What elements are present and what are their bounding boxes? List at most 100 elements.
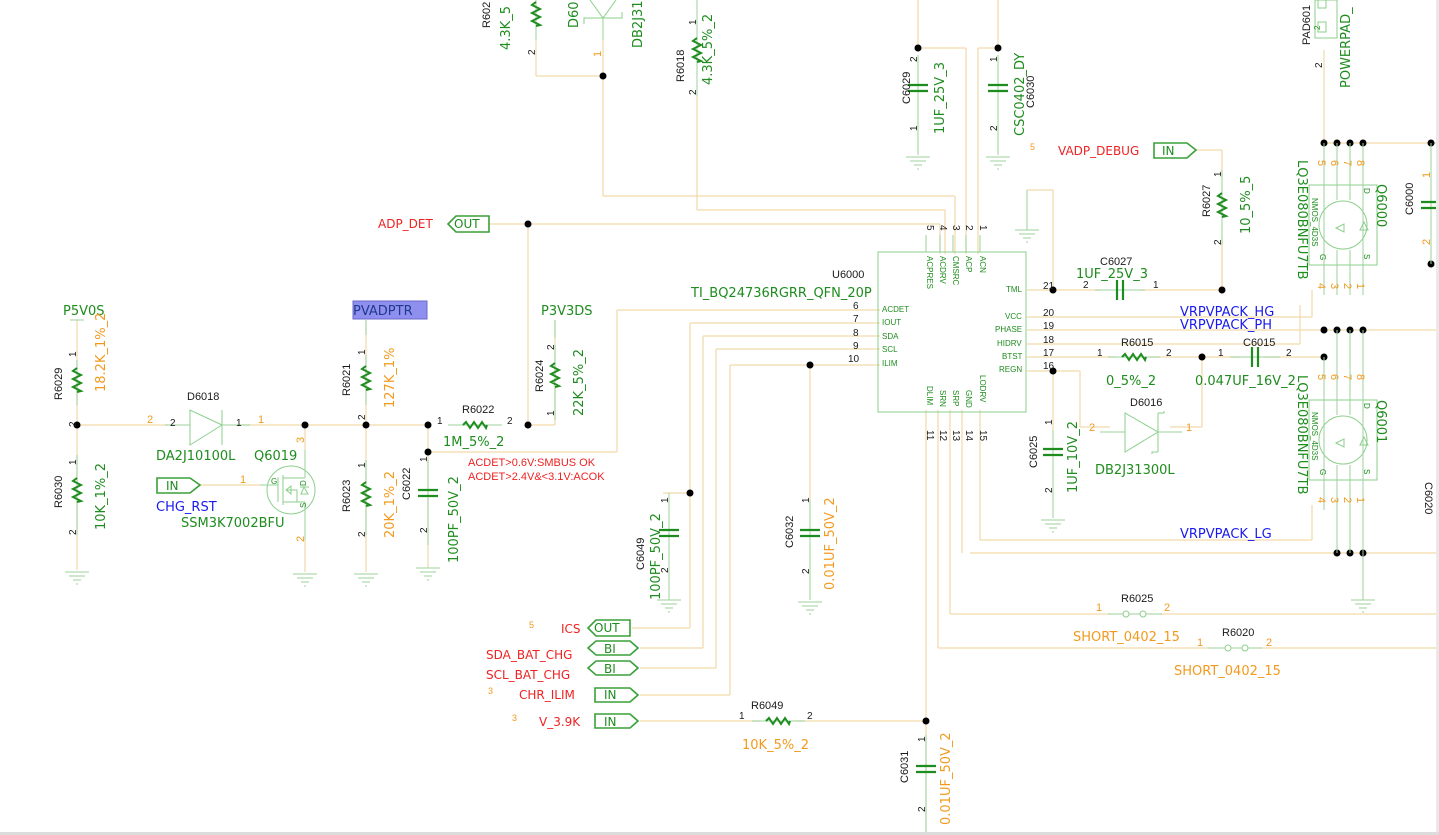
svg-text:OUT: OUT bbox=[594, 621, 620, 635]
svg-text:100PF_50V_2: 100PF_50V_2 bbox=[447, 476, 462, 563]
svg-text:REGN: REGN bbox=[999, 365, 1022, 374]
resistor-r602x[interactable]: R602 4.3K_5 2 bbox=[481, 0, 541, 55]
svg-text:C6031: C6031 bbox=[899, 751, 911, 783]
svg-text:CSC0402_DY: CSC0402_DY bbox=[1013, 53, 1028, 136]
power-net-pvadptr[interactable]: PVADPTR bbox=[352, 300, 428, 335]
mosfet-q6000[interactable]: LQ3E080BNFU7TB NMOS_4D3S Q6000 D G S 5 6… bbox=[1294, 143, 1388, 295]
svg-text:1: 1 bbox=[917, 736, 928, 742]
capacitor-c6027[interactable]: C6027 1UF_25V_3 2 1 bbox=[1076, 256, 1159, 302]
resistor-r6030[interactable]: R6030 10K_1%_2 1 2 bbox=[53, 455, 109, 585]
power-net-p3v3ds[interactable]: P3V3DS bbox=[541, 304, 593, 338]
capacitor-c6015[interactable]: C6015 0.047UF_16V_2 1 2 bbox=[1195, 337, 1296, 389]
port-scl-bat-chg[interactable]: SCL_BAT_CHG BI bbox=[486, 660, 640, 682]
svg-text:4.3K_5: 4.3K_5 bbox=[499, 6, 514, 50]
svg-text:R6027: R6027 bbox=[1201, 185, 1213, 217]
port-adp-det[interactable]: OUT ADP_DET bbox=[378, 215, 490, 233]
svg-text:6: 6 bbox=[1328, 160, 1340, 166]
svg-text:2: 2 bbox=[507, 416, 513, 427]
svg-text:2: 2 bbox=[1164, 602, 1170, 614]
svg-text:G: G bbox=[271, 477, 277, 486]
mosfet-q6019[interactable]: G D S Q6019 SSM3K7002BFU 1 3 2 bbox=[181, 437, 318, 587]
svg-text:R6029: R6029 bbox=[53, 368, 65, 400]
svg-text:CMSRC: CMSRC bbox=[951, 256, 960, 286]
capacitor-c6031[interactable]: C6031 0.01UF_50V_2 1 2 bbox=[899, 732, 954, 835]
port-sda-bat-chg[interactable]: SDA_BAT_CHG BI bbox=[486, 640, 640, 662]
svg-text:2: 2 bbox=[989, 125, 1000, 131]
ic-u6000[interactable]: U6000 TI_BQ24736RGRR_QFN_20P 5 4 3 2 1 A… bbox=[690, 225, 1055, 442]
svg-text:7: 7 bbox=[853, 314, 859, 325]
svg-text:1: 1 bbox=[592, 51, 604, 57]
capacitor-c6030[interactable]: C6030 CSC0402_DY 1 2 bbox=[985, 53, 1037, 170]
svg-text:2: 2 bbox=[1083, 280, 1089, 291]
svg-text:2: 2 bbox=[1341, 497, 1353, 503]
svg-text:5: 5 bbox=[1315, 374, 1327, 380]
svg-text:10_5%_5: 10_5%_5 bbox=[1239, 176, 1254, 234]
svg-text:D6016: D6016 bbox=[1130, 397, 1162, 409]
svg-text:ADP_DET: ADP_DET bbox=[378, 217, 434, 231]
diode-d60x[interactable]: D60 DB2J31 1 bbox=[567, 0, 646, 57]
svg-text:CHR_ILIM: CHR_ILIM bbox=[519, 688, 575, 702]
svg-text:R6049: R6049 bbox=[751, 700, 783, 712]
resistor-r6018[interactable]: R6018 4.3K_5%_2 1 2 bbox=[675, 0, 716, 96]
resistor-r6021[interactable]: R6021 127K_1% 1 2 bbox=[341, 348, 398, 420]
svg-text:ACPRES: ACPRES bbox=[925, 256, 934, 289]
vertical-scrollbar[interactable] bbox=[1436, 0, 1439, 835]
svg-text:LQ3E080BNFU7TB: LQ3E080BNFU7TB bbox=[1294, 160, 1309, 280]
svg-text:22K_5%_2: 22K_5%_2 bbox=[572, 349, 587, 416]
svg-text:15: 15 bbox=[977, 430, 988, 442]
powerpad-pad601[interactable]: 2 PAD601 POWERPAD_ 2 bbox=[1301, 0, 1354, 88]
svg-text:2: 2 bbox=[1213, 239, 1224, 245]
svg-text:C6015: C6015 bbox=[1243, 337, 1275, 349]
resistor-r6024[interactable]: R6024 22K_5%_2 2 1 bbox=[534, 344, 587, 420]
svg-text:1: 1 bbox=[357, 462, 368, 468]
svg-text:1: 1 bbox=[357, 349, 368, 355]
diode-d6016[interactable]: D6016 DB2J31300L 2 1 bbox=[1089, 397, 1192, 478]
port-chg-rst[interactable]: IN CHG_RST bbox=[156, 477, 217, 515]
resistor-r6022[interactable]: R6022 1M_5%_2 1 2 bbox=[437, 404, 513, 450]
svg-text:4: 4 bbox=[1315, 283, 1327, 289]
capacitor-c6022[interactable]: C6022 100PF_50V_2 1 2 bbox=[401, 456, 462, 581]
svg-text:S: S bbox=[1362, 254, 1371, 259]
capacitor-c6000[interactable]: C6000 1 2 bbox=[1404, 143, 1439, 264]
svg-text:2: 2 bbox=[801, 568, 812, 574]
svg-text:SDA_BAT_CHG: SDA_BAT_CHG bbox=[486, 648, 572, 662]
port-ics[interactable]: 5 ICS OUT bbox=[529, 619, 631, 637]
svg-text:2: 2 bbox=[917, 806, 928, 812]
port-chr-ilim[interactable]: 3 CHR_ILIM IN bbox=[488, 686, 640, 703]
svg-text:TML: TML bbox=[1006, 285, 1023, 294]
svg-text:9: 9 bbox=[853, 341, 859, 352]
port-vadp-debug[interactable]: 5 VADP_DEBUG IN bbox=[1030, 142, 1198, 159]
capacitor-c6025[interactable]: C6025 1UF_10V_2 1 2 bbox=[1028, 419, 1081, 533]
svg-text:2: 2 bbox=[170, 418, 176, 429]
svg-text:10K_1%_2: 10K_1%_2 bbox=[94, 463, 109, 530]
svg-text:1: 1 bbox=[1354, 283, 1366, 289]
svg-text:1: 1 bbox=[1354, 497, 1366, 503]
mosfet-q6001[interactable]: LQ3E080BNFU7TB NMOS_4D3S Q6001 D G S 5 6… bbox=[1294, 330, 1388, 613]
svg-text:2: 2 bbox=[1421, 239, 1433, 245]
capacitor-c6032[interactable]: C6032 0.01UF_50V_2 1 2 bbox=[784, 497, 838, 615]
resistor-r6049[interactable]: R6049 10K_5%_2 1 2 bbox=[739, 700, 813, 753]
horizontal-scrollbar[interactable] bbox=[0, 832, 1439, 835]
ic-bottom-pins: DLIM SRN SRP GND LODRV 11 12 13 14 15 bbox=[924, 375, 988, 442]
svg-text:21: 21 bbox=[1043, 281, 1055, 292]
resistor-r6015[interactable]: R6015 0_5%_2 1 2 bbox=[1097, 337, 1172, 389]
short-r6020[interactable]: R6020 1 2 SHORT_0402_15 bbox=[1174, 627, 1281, 679]
svg-text:0.047UF_16V_2: 0.047UF_16V_2 bbox=[1195, 374, 1296, 389]
svg-text:1: 1 bbox=[437, 416, 443, 427]
capacitor-c6029[interactable]: C6029 1UF_25V_3 2 1 bbox=[901, 55, 948, 170]
resistor-r6027[interactable]: R6027 10_5%_5 1 2 bbox=[1201, 170, 1254, 245]
diode-d6018[interactable]: D6018 DA2J10100L 2 2 1 1 bbox=[147, 391, 264, 464]
svg-text:2: 2 bbox=[1314, 62, 1325, 68]
power-net-p5v0s[interactable]: P5V0S bbox=[63, 304, 105, 321]
svg-text:BI: BI bbox=[604, 642, 616, 656]
capacitor-c6049[interactable]: C6049 100PF_50V_2 1 2 bbox=[635, 493, 682, 613]
resistor-r6023[interactable]: R6023 20K_1%_2 1 2 bbox=[341, 460, 398, 587]
svg-text:BTST: BTST bbox=[1002, 352, 1023, 361]
svg-text:8: 8 bbox=[1354, 160, 1366, 166]
short-r6025[interactable]: R6025 1 2 SHORT_0402_15 bbox=[1073, 593, 1180, 645]
resistor-r6029[interactable]: R6029 18.2K_1%_2 1 2 bbox=[53, 313, 109, 427]
svg-text:2: 2 bbox=[1341, 283, 1353, 289]
svg-text:2: 2 bbox=[546, 344, 557, 350]
port-v-3-9k[interactable]: 3 V_3.9K IN bbox=[512, 713, 640, 729]
